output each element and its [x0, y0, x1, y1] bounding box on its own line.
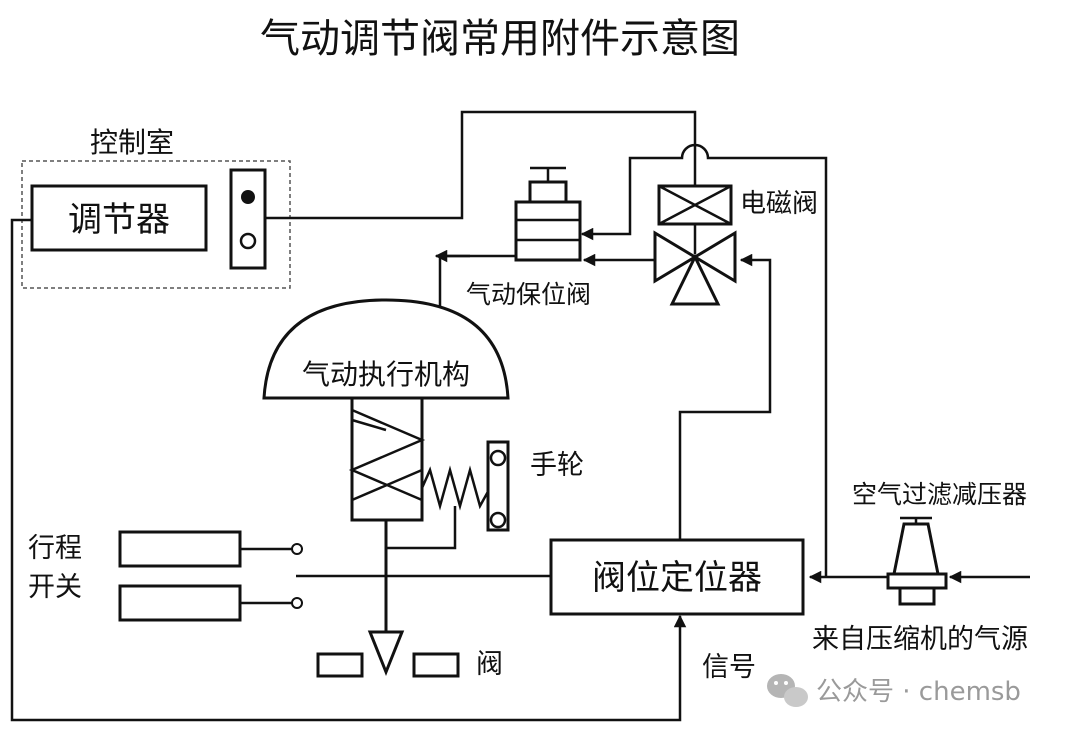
limit-switch-label-1: 行程	[28, 533, 82, 564]
limit-switch-upper	[118, 530, 242, 568]
actuator-dome	[262, 298, 510, 400]
air-filter-regulator-body	[892, 522, 940, 576]
air-filter-regulator-bowl	[898, 586, 936, 606]
solenoid-to-lock-valve	[580, 160, 632, 241]
actuator-label: 气动执行机构	[302, 358, 470, 391]
air-filter-regulator-base	[886, 572, 948, 590]
valve-plug	[367, 630, 405, 677]
limit-switch-lower-contact	[291, 597, 303, 609]
positioner-to-solenoid	[678, 253, 772, 540]
limit-switch-label-2: 开关	[28, 572, 82, 603]
valve-positioner-label: 阀位定位器	[592, 558, 762, 598]
indicator-panel	[229, 168, 267, 270]
solenoid-signal-line	[265, 110, 697, 220]
solenoid-valve-label: 电磁阀	[740, 189, 818, 219]
air-filter-regulator-label: 空气过滤减压器	[852, 480, 1027, 509]
regulator-box	[30, 184, 208, 252]
air-source-label: 来自压缩机的气源	[812, 624, 1028, 655]
handwheel-knob-bottom	[489, 511, 507, 529]
control-room-boundary	[21, 160, 291, 289]
valve-seat-right	[412, 652, 460, 678]
watermark: 公众号 · chemsb	[767, 674, 1021, 707]
regulator-signal-line	[10, 218, 687, 722]
lock-valve-top	[528, 180, 568, 204]
wechat-icon	[767, 674, 808, 707]
air-supply-crossing-line	[628, 143, 828, 578]
watermark-text: 公众号 · chemsb	[816, 677, 1021, 707]
lock-valve-body	[514, 200, 582, 262]
control-room-label: 控制室	[90, 126, 174, 159]
limit-switch-lower	[118, 584, 242, 622]
valve-positioner-box	[549, 538, 805, 616]
handwheel-link	[386, 506, 457, 550]
indicator-lamp-off	[239, 232, 257, 250]
limit-switch-upper-contact	[291, 543, 303, 555]
handwheel-knob-top	[489, 449, 507, 467]
actuator-spring-housing	[350, 396, 424, 522]
actuator-spring	[348, 408, 426, 502]
valve-seat-left	[316, 652, 364, 678]
indicator-lamp-on	[241, 190, 255, 204]
solenoid-valve-body	[653, 230, 737, 306]
solenoid-coil-cross	[658, 184, 732, 226]
signal-label: 信号	[702, 652, 756, 683]
lock-valve-label: 气动保位阀	[466, 280, 591, 309]
valve-label: 阀	[476, 649, 503, 680]
regulator-label: 调节器	[68, 200, 170, 240]
diagram-title: 气动调节阀常用附件示意图	[260, 16, 740, 62]
handwheel-spring	[420, 465, 492, 511]
handwheel-label: 手轮	[530, 450, 584, 481]
